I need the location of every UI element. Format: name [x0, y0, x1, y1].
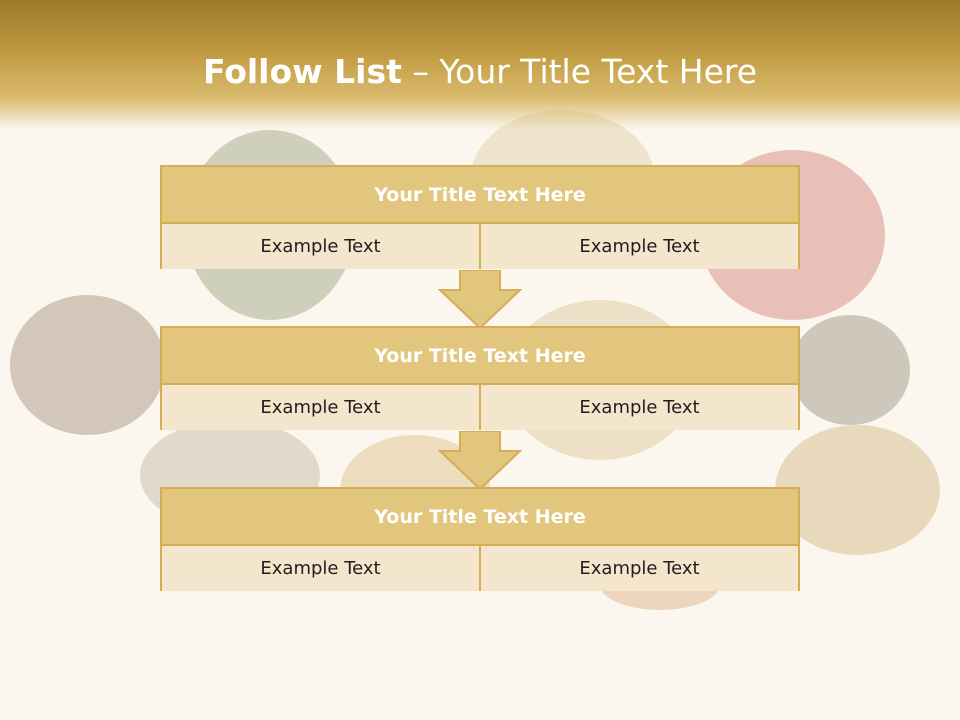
- block-row: Example Text Example Text: [162, 385, 798, 430]
- title-rest: – Your Title Text Here: [401, 52, 758, 91]
- title-bold: Follow List: [202, 52, 402, 91]
- block-cell-left: Example Text: [162, 546, 479, 591]
- slide-title: Follow List – Your Title Text Here: [0, 52, 960, 91]
- down-arrow-icon: [438, 431, 522, 491]
- block-title: Your Title Text Here: [162, 489, 798, 546]
- list-block-2: Your Title Text Here Example Text Exampl…: [160, 326, 800, 430]
- block-cell-left: Example Text: [162, 224, 479, 269]
- title-banner: [0, 0, 960, 130]
- block-cell-right: Example Text: [479, 224, 798, 269]
- down-arrow-icon: [438, 270, 522, 330]
- block-cell-left: Example Text: [162, 385, 479, 430]
- block-cell-right: Example Text: [479, 546, 798, 591]
- list-block-1: Your Title Text Here Example Text Exampl…: [160, 165, 800, 269]
- block-row: Example Text Example Text: [162, 224, 798, 269]
- block-title: Your Title Text Here: [162, 328, 798, 385]
- list-block-3: Your Title Text Here Example Text Exampl…: [160, 487, 800, 591]
- block-cell-right: Example Text: [479, 385, 798, 430]
- block-row: Example Text Example Text: [162, 546, 798, 591]
- block-title: Your Title Text Here: [162, 167, 798, 224]
